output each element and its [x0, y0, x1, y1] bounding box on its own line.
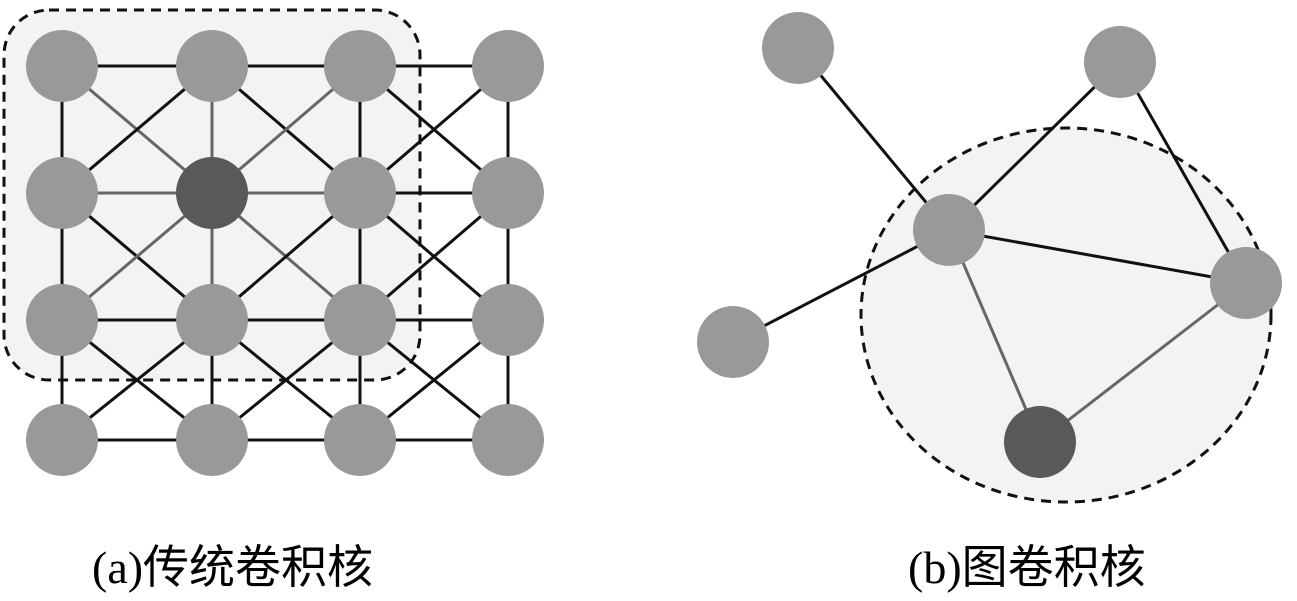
caption-b: (b)图卷积核 — [908, 542, 1146, 593]
graph-edge — [947, 60, 1122, 232]
graph-node — [762, 12, 834, 84]
graph-edge — [948, 228, 1247, 285]
graph-edge — [796, 47, 951, 231]
graph-edge — [1118, 61, 1248, 284]
graph-node — [913, 194, 985, 266]
graph-node — [1084, 26, 1156, 98]
grid-node — [324, 284, 396, 356]
grid-node — [176, 30, 248, 102]
graph-convolution-panel — [697, 12, 1282, 504]
grid-node — [176, 284, 248, 356]
kernel-edge — [947, 229, 1042, 443]
graph-node — [697, 306, 769, 378]
grid-node — [324, 157, 396, 229]
graph-edges — [732, 47, 1248, 444]
caption-a: (a)传统卷积核 — [92, 542, 373, 593]
kernel-edge — [1039, 281, 1247, 444]
grid-node — [26, 284, 98, 356]
grid-nodes — [26, 30, 544, 476]
grid-convolution-panel — [2, 8, 544, 476]
grid-node — [472, 284, 544, 356]
graph-edge — [732, 228, 950, 344]
grid-node — [324, 404, 396, 476]
grid-node — [324, 30, 396, 102]
grid-node — [26, 30, 98, 102]
grid-node — [176, 404, 248, 476]
center-node — [1004, 406, 1076, 478]
grid-node — [472, 404, 544, 476]
graph-node — [1210, 247, 1282, 319]
grid-node — [472, 30, 544, 102]
center-node — [176, 157, 248, 229]
grid-node — [472, 157, 544, 229]
grid-node — [26, 157, 98, 229]
grid-node — [26, 404, 98, 476]
graph-nodes — [697, 12, 1282, 478]
